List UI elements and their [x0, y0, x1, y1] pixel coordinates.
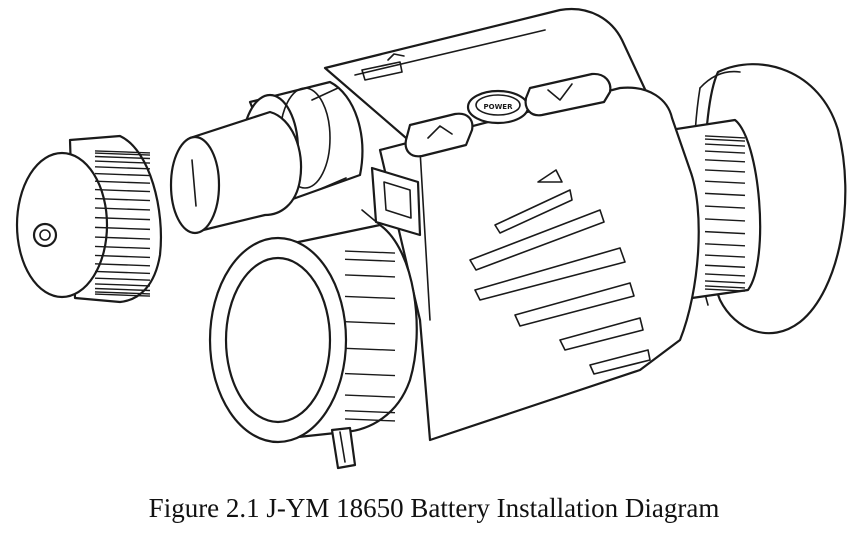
cap-knurl-line [94, 263, 151, 267]
cap-knurl-line [94, 155, 151, 160]
eyepiece-knurl-line [704, 192, 746, 197]
button-right-arrow [524, 72, 612, 117]
side-port [361, 166, 422, 237]
control-buttons: POWER [404, 72, 612, 158]
cap-knurl-line [94, 172, 151, 177]
eyepiece-knurl-line [704, 230, 746, 235]
cap-knurl-line [94, 236, 151, 240]
eyepiece-knurl-line [704, 169, 746, 173]
eyepiece-knurl-line [704, 135, 746, 139]
eyepiece-knurl-line [704, 254, 746, 258]
eyepiece-knurl-line [704, 280, 746, 284]
lens-ring-rib [344, 258, 396, 262]
button-left-arrow [404, 112, 474, 158]
lens-ring-rib [344, 295, 396, 300]
cap-knurl-line [94, 226, 151, 231]
eyepiece-knurl-line [704, 218, 746, 222]
eyepiece-knurl-line [704, 138, 746, 142]
lens-ring-rib [344, 321, 396, 325]
eyepiece-knurl-line [704, 264, 746, 268]
cap-knurl-line [94, 166, 151, 170]
cap-knurl-line [94, 291, 151, 295]
eyepiece-knurl-line [704, 180, 746, 184]
battery-installation-illustration: POWER [15, 7, 847, 470]
objective-lens-assembly [208, 223, 418, 444]
eyepiece-knurl-line [704, 159, 746, 163]
figure-caption: Figure 2.1 J-YM 18650 Battery Installati… [148, 493, 720, 523]
cap-knurl-line [94, 180, 151, 184]
eyepiece-knurl-line [704, 150, 746, 154]
eyepiece-knurl-line [704, 205, 746, 209]
cap-knurl-line [94, 150, 151, 154]
eyepiece-knurl-line [704, 288, 746, 292]
battery-18650 [169, 110, 303, 235]
button-power: POWER [466, 89, 530, 125]
eyepiece-knurl-line [704, 285, 746, 289]
mount-tab [330, 426, 357, 470]
eyepiece-knurl-line [704, 273, 746, 277]
lens-ring-rib [344, 410, 396, 414]
cap-knurl-line [94, 245, 151, 250]
cap-knurl-line [94, 277, 151, 281]
cap-knurl-line [94, 207, 151, 211]
lens-ring-rib [344, 274, 396, 278]
cap-knurl-line [94, 283, 151, 287]
eyepiece-knurl-line [704, 243, 746, 247]
cap-knurl-line [94, 160, 151, 164]
cap-knurl-line [94, 254, 151, 259]
lens-ring-rib [344, 394, 396, 398]
cap-knurl-line [94, 216, 151, 221]
cap-knurl-line [94, 270, 151, 275]
eyepiece-knurl-line [704, 143, 746, 147]
cap-knurl-line [94, 287, 151, 292]
cap-knurl-line [94, 188, 151, 193]
battery-cap [15, 134, 162, 304]
svg-text:POWER: POWER [484, 103, 514, 111]
lens-ring-rib [344, 418, 396, 422]
cap-knurl-line [94, 293, 151, 297]
cap-knurl-line [94, 152, 151, 156]
side-vents [469, 169, 651, 375]
device-housing [323, 7, 700, 442]
lens-ring-rib [344, 372, 396, 377]
cap-knurl-line [94, 197, 151, 202]
lens-ring-rib [344, 250, 396, 254]
lens-ring-rib [344, 347, 396, 351]
